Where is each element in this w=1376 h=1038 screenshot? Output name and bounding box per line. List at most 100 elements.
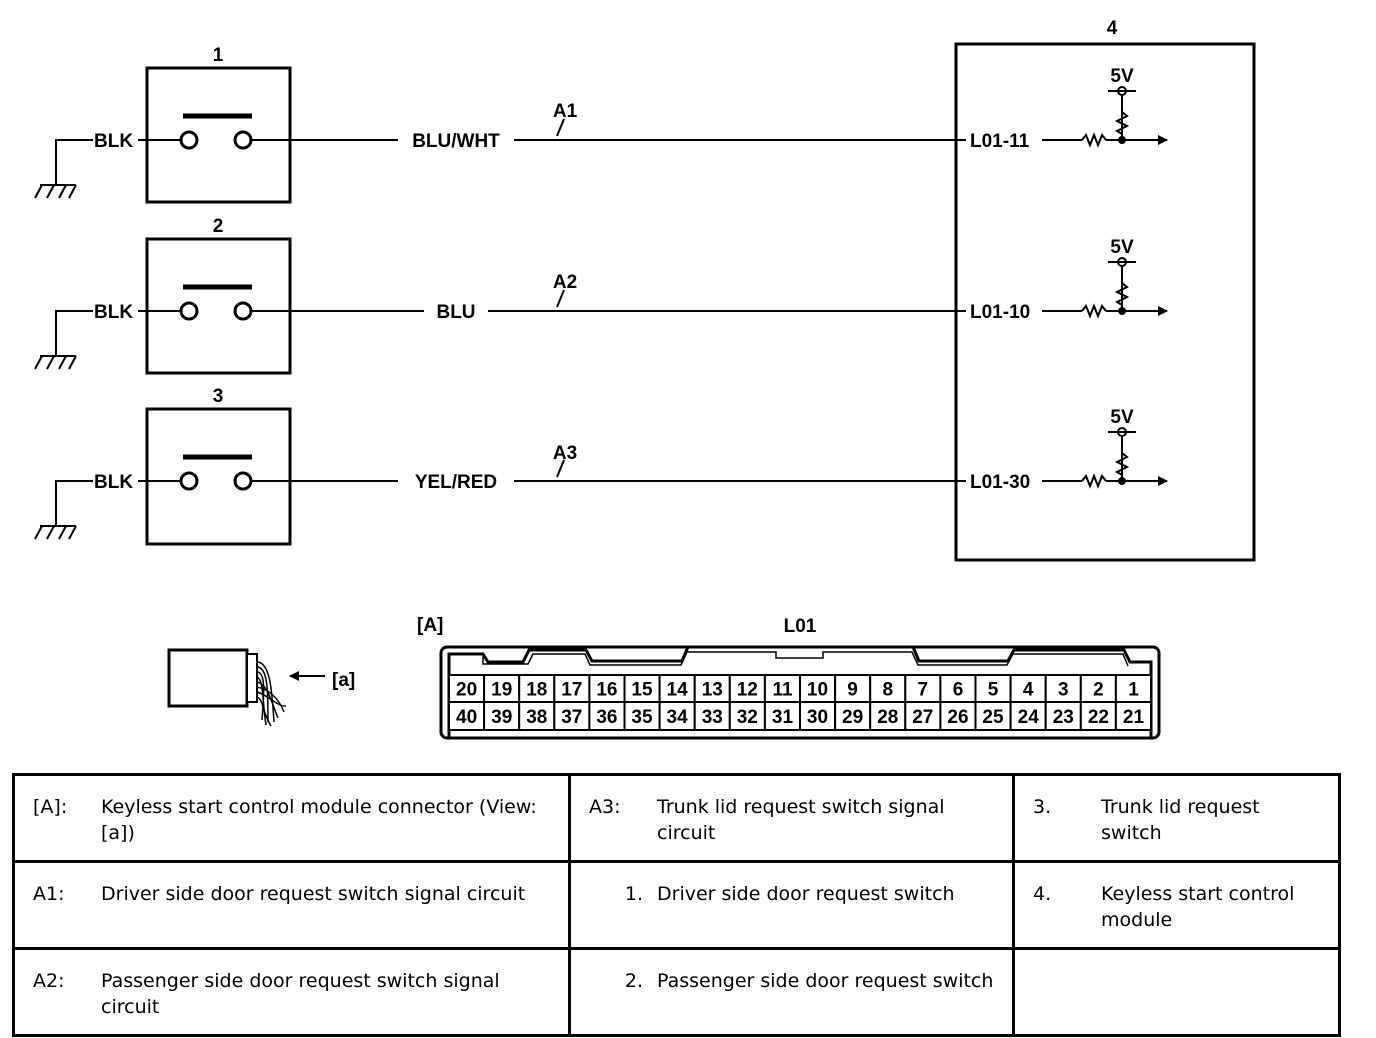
legend-description: Passenger side door request switch: [657, 970, 994, 992]
connector-pin-number: 22: [1088, 707, 1109, 728]
connector-pin-number: 26: [947, 707, 968, 728]
connector-pin-number: 9: [847, 680, 858, 701]
legend-code: 1.: [624, 883, 643, 905]
signal-wire-color-label: YEL/RED: [415, 472, 497, 493]
connector-pin-cell: [1079, 701, 1117, 731]
connector-pin-number: 1: [1128, 680, 1139, 701]
connector-pin-cell: [518, 674, 556, 703]
legend-row: A1:Driver side door request switch signa…: [12, 860, 1341, 950]
connector-pin-cell: [799, 674, 837, 703]
circuit-id-label: A2: [553, 272, 577, 293]
connector-pin-number: 18: [526, 680, 547, 701]
connector-pin-number: 19: [491, 680, 512, 701]
connector-pin-number: 35: [631, 707, 653, 728]
connector-pin-cell: [483, 674, 521, 703]
connector-view-illustration: [a]: [167, 648, 355, 727]
connector-pin-cell: [799, 701, 837, 731]
terminal-label: L01-30: [970, 472, 1030, 493]
connector-pin-number: 10: [807, 680, 828, 701]
legend-cell: 1. Driver side door request switch: [568, 860, 1015, 950]
connector-pin-cell: [728, 674, 766, 703]
connector-pin-cell: [728, 701, 766, 731]
connector-pin-number: 37: [561, 707, 582, 728]
switch-terminal: [179, 301, 199, 321]
pullup-resistor: [1114, 109, 1130, 140]
legend-cell: A2:Passenger side door request switch si…: [12, 947, 571, 1037]
connector-rear-flange: [246, 653, 258, 703]
connector-pin-number: 30: [807, 707, 828, 728]
connector-pin-number: 32: [737, 707, 758, 728]
resistor-horizontal: [1081, 303, 1107, 319]
connector-pin-number: 2: [1093, 680, 1104, 701]
connector-pin-cell: [588, 701, 626, 731]
pullup-resistor: [1114, 450, 1130, 481]
ground-wire-color-label: BLK: [94, 131, 133, 152]
connector-pin-number: 17: [561, 680, 582, 701]
ground-symbol: [34, 355, 77, 370]
signal-wire-color-label: BLU: [436, 302, 475, 323]
legend-cell: [A]:Keyless start control module connect…: [12, 773, 571, 863]
circuit-row-1: BLK 1 BLU/WHT A1 L01-11 5V: [34, 45, 1168, 204]
legend-cell: 3.Trunk lid request switch: [1012, 773, 1341, 863]
ground-symbol: [34, 525, 77, 540]
legend-code: 4.: [1033, 883, 1052, 905]
legend-cell: [1012, 947, 1341, 1037]
connector-pin-cell: [623, 674, 661, 703]
terminal-label: L01-10: [970, 302, 1030, 323]
connector-pin-number: 8: [883, 680, 894, 701]
ground-wire-color-label: BLK: [94, 302, 133, 323]
connector-pin-cell: [553, 674, 591, 703]
legend-description: Keyless start control module: [1101, 883, 1295, 931]
connector-pin-cell: [1114, 701, 1153, 731]
connector-pin-cell: [658, 674, 696, 703]
connector-pin-cell: [588, 674, 626, 703]
circuit-row-2: BLK 2 BLU A2 L01-10 5V: [34, 216, 1168, 375]
component-number-4: 4: [1107, 18, 1118, 39]
connector-pin-number: 27: [912, 707, 933, 728]
connector-key-profile: [447, 645, 1153, 737]
connector-pin-cell: [904, 674, 942, 703]
connector-pin-cell: [1009, 674, 1047, 703]
connector-view-label: [A]: [417, 615, 443, 636]
legend-row: [A]:Keyless start control module connect…: [12, 773, 1341, 863]
connector-pin-number: 25: [982, 707, 1004, 728]
legend-code: [A]:: [33, 796, 68, 818]
circuit-id-label: A3: [553, 443, 577, 464]
circuit-id-leader: [556, 459, 565, 478]
legend-cell: A3:Trunk lid request switch signal circu…: [568, 773, 1015, 863]
pullup-resistor: [1114, 280, 1130, 311]
connector-name-label: L01: [784, 616, 817, 637]
connector-pin-cell: [1009, 701, 1047, 731]
connector-pin-number: 11: [772, 680, 793, 701]
connector-pin-number: 24: [1018, 707, 1040, 728]
switch-terminal: [233, 301, 253, 321]
legend-code: A3:: [589, 796, 621, 818]
connector-pin-cell: [834, 701, 872, 731]
supply-voltage-label: 5V: [1110, 407, 1134, 428]
wire-harness-bundle: [256, 661, 287, 727]
connector-pin-number: 34: [667, 707, 689, 728]
supply-voltage-label: 5V: [1110, 237, 1134, 258]
connector-pin-number: 40: [456, 707, 477, 728]
circuit-id-leader: [556, 289, 565, 308]
driver-door-request-switch-box: [145, 66, 292, 204]
legend-cell: A1:Driver side door request switch signa…: [12, 860, 571, 950]
legend-description: Driver side door request switch: [657, 883, 955, 905]
connector-pin-number: 16: [596, 680, 617, 701]
legend-code: 3.: [1033, 796, 1052, 818]
connector-pin-number: 39: [491, 707, 512, 728]
legend-code: A2:: [33, 970, 65, 992]
connector-pin-number: 5: [988, 680, 999, 701]
legend-cell: 4. Keyless start control module: [1012, 860, 1341, 950]
trunk-lid-request-switch-box: [145, 407, 292, 546]
switch-terminal: [233, 471, 253, 491]
connector-pin-cell: [448, 674, 486, 703]
ground-symbol: [34, 184, 77, 199]
connector-pin-number: 28: [877, 707, 898, 728]
circuit-id-leader: [556, 118, 565, 137]
connector-pin-cell: [658, 701, 696, 731]
connector-pin-number: 15: [631, 680, 653, 701]
component-number-2: 2: [213, 216, 224, 237]
